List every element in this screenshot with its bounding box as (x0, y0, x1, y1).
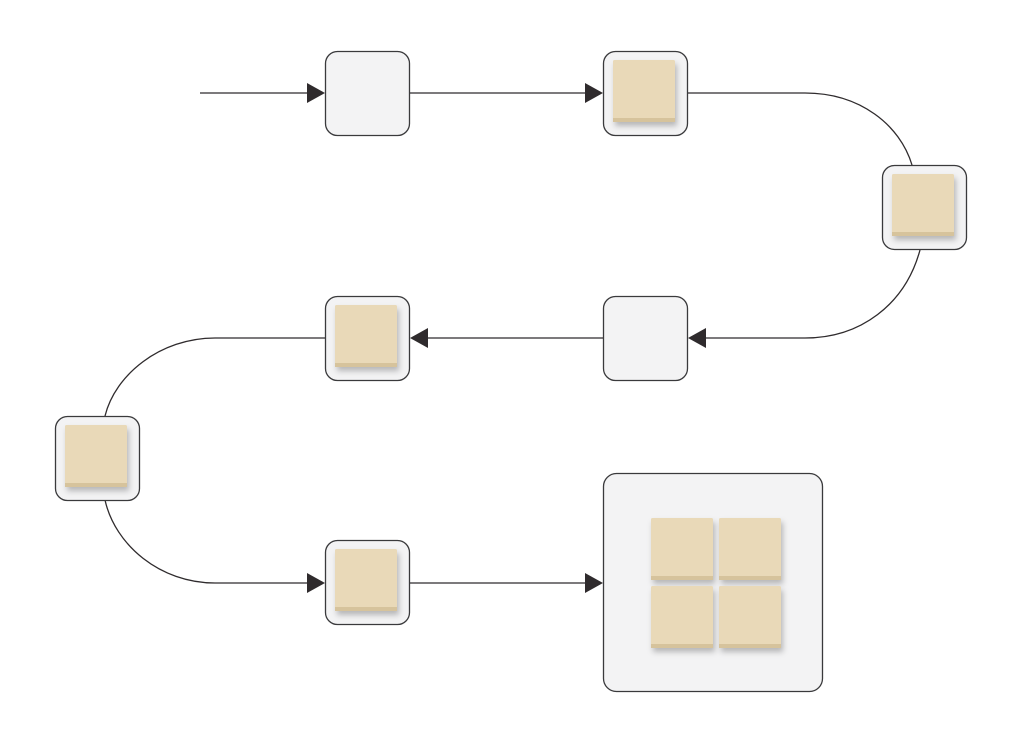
node-frame (324, 50, 411, 137)
wood-block (892, 174, 954, 236)
node-n2 (602, 50, 689, 137)
wood-block (335, 305, 397, 367)
wood-block (651, 518, 713, 580)
wood-block (651, 586, 713, 648)
arrowhead-n3-n4 (688, 328, 706, 348)
node-n4 (602, 295, 689, 382)
node-n1 (324, 50, 411, 137)
wood-block (65, 425, 127, 487)
wood-block (719, 518, 781, 580)
node-frame (602, 295, 689, 382)
edge-n3-n4 (704, 249, 921, 339)
arrowhead-n1-n2 (585, 83, 603, 103)
node-n5 (324, 295, 411, 382)
node-n6 (54, 415, 141, 502)
node-n7 (324, 539, 411, 626)
node-n3 (881, 164, 968, 251)
edge-n2-n3 (688, 92, 913, 166)
node-n8 (602, 472, 824, 693)
arrowhead-n4-n5 (410, 328, 428, 348)
arrowhead-n7-n8 (585, 573, 603, 593)
arrowhead-n6-n7 (307, 573, 325, 593)
node-frame (602, 472, 824, 693)
arrowhead-start-n1 (307, 83, 325, 103)
edge-n5-n6 (104, 337, 325, 417)
wood-block (613, 60, 675, 122)
edge-n6-n7 (104, 499, 309, 584)
wood-block (719, 586, 781, 648)
wood-block (335, 549, 397, 611)
